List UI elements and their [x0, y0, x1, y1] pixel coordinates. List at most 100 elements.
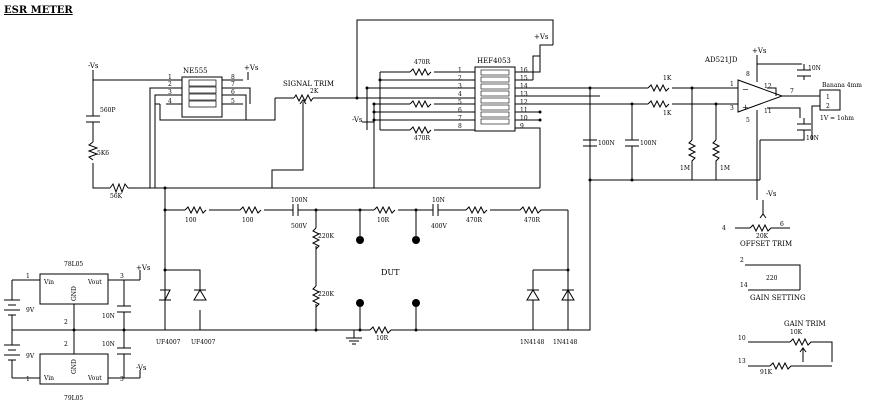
pot-value: 10K	[790, 329, 803, 336]
diode-label: UF4007	[156, 339, 181, 346]
ne555-pin: 6	[231, 89, 235, 96]
hef4053-pin: 4	[458, 91, 462, 98]
reg-name: 79L05	[64, 395, 83, 402]
resistor-label: 470R	[414, 59, 430, 66]
schematic-title: ESR METER	[4, 5, 73, 16]
resistor-label: 1K	[663, 110, 672, 117]
rail-label: -Vs	[352, 116, 363, 124]
pin-label: 6	[780, 221, 784, 228]
ne555-pin: 7	[231, 81, 235, 88]
ad521-pin: 7	[790, 88, 794, 95]
ad521-pin: 11	[764, 108, 772, 115]
dut-terminal[interactable]	[412, 236, 420, 244]
resistor-label: 220K	[318, 233, 334, 240]
rail-label: +Vs	[534, 33, 549, 41]
reg-name: 78L05	[64, 261, 83, 268]
resistor-label: 100	[242, 217, 254, 224]
resistor-label: 470R	[524, 217, 540, 224]
ad521-pin: 1	[730, 81, 734, 88]
ne555-label: NE555	[183, 67, 208, 75]
ad521-pin: 5	[746, 117, 750, 124]
capacitor-label: 10N	[432, 197, 445, 204]
hef4053-pin: 16	[520, 67, 528, 74]
rail-label: -Vs	[136, 364, 147, 372]
hef4053-pin: 1	[458, 67, 462, 74]
capacitor-label: 560P	[100, 107, 116, 114]
voltage-label: 500V	[291, 223, 307, 230]
ne555-pin: 3	[168, 89, 172, 96]
ad521-pin: 8	[746, 71, 750, 78]
banana-label: Banana 4mm	[822, 82, 862, 89]
resistor-label: 5K6	[97, 150, 109, 157]
ne555-pin: 5	[231, 98, 235, 105]
hef4053-pin: 7	[458, 115, 462, 122]
reg-gnd: GND	[71, 286, 78, 301]
ad521-pin: 3	[730, 105, 734, 112]
hef4053-pin: 12	[520, 99, 528, 106]
rail-label: +Vs	[752, 47, 767, 55]
diode-label: UF4007	[191, 339, 216, 346]
rail-label: +Vs	[136, 264, 151, 272]
pin-label: 14	[740, 282, 748, 289]
hef4053-pin: 11	[520, 107, 528, 114]
reg-pin: 2	[64, 341, 68, 348]
hef4053-ic: HEF4053 1 2 3 4 5 6 7 8 16 15 14 13 12 1…	[458, 57, 528, 132]
dut-terminal[interactable]	[356, 299, 364, 307]
ne555-pin: 1	[168, 74, 172, 81]
reg-vin: Vin	[43, 375, 54, 382]
diode-label: 1N4148	[520, 339, 545, 346]
pin-label: 10	[738, 335, 746, 342]
output-pin: 1	[826, 94, 830, 101]
resistor-label: 470R	[466, 217, 482, 224]
reg-pin: 3	[120, 376, 124, 383]
svg-text:−: −	[742, 85, 749, 94]
pot-value: 20K	[756, 233, 769, 240]
resistor-label: 56K	[110, 193, 123, 200]
pin-label: 4	[722, 225, 726, 232]
reg-vin: Vin	[43, 279, 54, 286]
ne555-pin: 8	[231, 74, 235, 81]
reg-pin: 2	[64, 319, 68, 326]
hef4053-pin: 9	[520, 123, 524, 130]
resistor-label: 470R	[414, 135, 430, 142]
regulator-79l05: 79L05 Vin Vout GND 1 3 2	[26, 341, 124, 402]
reg-pin: 1	[26, 273, 30, 280]
dut-terminal[interactable]	[412, 299, 420, 307]
capacitor-label: 100N	[598, 140, 615, 147]
capacitor-label: 100N	[291, 197, 308, 204]
ad521-label: AD521JD	[704, 56, 738, 64]
reg-vout: Vout	[87, 375, 102, 382]
ne555-pin: 4	[168, 98, 172, 105]
hef4053-pin: 2	[458, 75, 462, 82]
reg-pin: 1	[26, 376, 30, 383]
hef4053-pin: 13	[520, 91, 528, 98]
svg-text:+: +	[742, 103, 749, 112]
hef4053-pin: 8	[458, 123, 462, 130]
signal-trim-label: SIGNAL TRIM	[283, 80, 334, 88]
hef4053-pin: 10	[520, 115, 528, 122]
reg-vout: Vout	[87, 279, 102, 286]
hef4053-pin: 5	[458, 99, 462, 106]
pin-label: 2	[740, 257, 744, 264]
ne555-ic: NE555 1 2 3 4 8 7 6 5	[166, 67, 243, 118]
resistor-label: 100	[185, 217, 197, 224]
battery-label: 9V	[26, 307, 35, 314]
battery-label: 9V	[26, 353, 35, 360]
hef4053-pin: 6	[458, 107, 462, 114]
capacitor-label: 100N	[640, 140, 657, 147]
hef4053-pin: 15	[520, 75, 528, 82]
resistor-label: 10R	[377, 217, 390, 224]
resistor-label: 220K	[318, 291, 334, 298]
signal-trim-value: 2K	[310, 88, 319, 95]
diode-label: 1N4148	[553, 339, 578, 346]
output-pin: 2	[826, 103, 830, 110]
dut-terminal[interactable]	[356, 236, 364, 244]
resistor-label: 91K	[760, 369, 773, 376]
output-scale-label: 1V = 1ohm	[820, 115, 854, 122]
capacitor-label: 10N	[102, 313, 115, 320]
rail-label: +Vs	[244, 64, 259, 72]
rail-label: -Vs	[766, 190, 777, 198]
voltage-label: 400V	[431, 223, 447, 230]
capacitor-label: 10N	[102, 341, 115, 348]
